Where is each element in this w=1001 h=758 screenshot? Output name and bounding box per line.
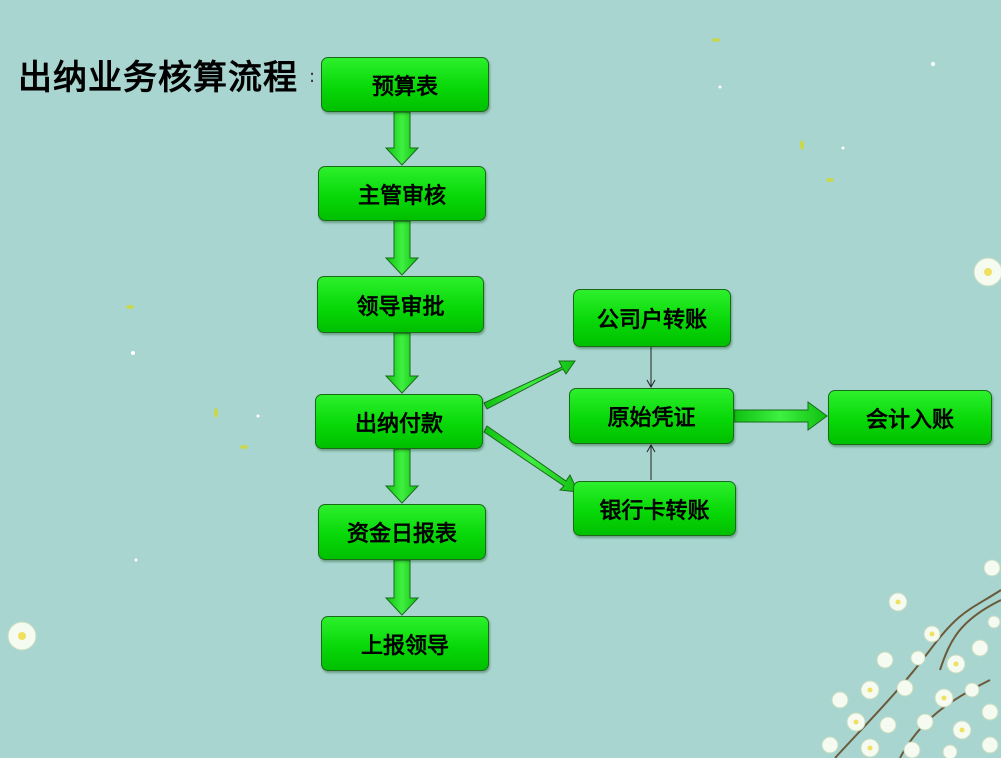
node-original-voucher: 原始凭证 [569,388,734,444]
node-fund-daily-report: 资金日报表 [318,504,486,560]
node-cashier-payment: 出纳付款 [315,394,483,449]
node-accounting-entry: 会计入账 [828,390,992,445]
node-bank-card-transfer: 银行卡转账 [573,481,736,536]
arrow-supervisor-to-leader [386,221,418,275]
arrow-fund-report-to-report-leader [386,560,418,615]
arrow-cashier-to-fund-report [386,449,418,503]
arrow-cashier-to-company-transfer [484,361,575,409]
arrow-budget-to-supervisor [386,112,418,165]
arrow-leader-to-cashier [386,333,418,393]
node-report-leader: 上报领导 [321,616,489,671]
arrow-cashier-to-bank-transfer [484,426,578,492]
node-company-transfer: 公司户转账 [573,289,731,347]
arrow-voucher-to-accounting [734,402,827,430]
node-leader-approval: 领导审批 [317,276,484,333]
node-supervisor-review: 主管审核 [318,166,486,221]
node-budget: 预算表 [321,57,489,112]
